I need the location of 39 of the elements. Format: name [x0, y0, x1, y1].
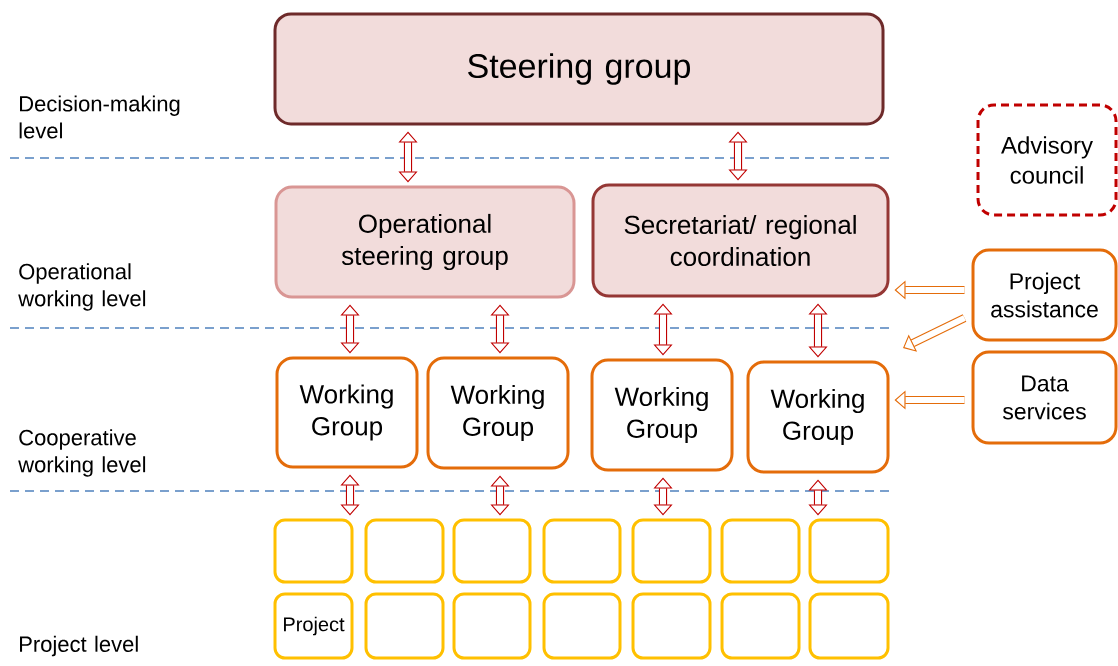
double-arrow — [398, 131, 418, 183]
project-box — [542, 518, 622, 584]
project-box — [273, 518, 354, 584]
double-arrow — [653, 477, 673, 516]
project-box — [452, 592, 532, 660]
project-box — [808, 518, 890, 584]
project-box — [720, 592, 801, 660]
project-box — [364, 592, 445, 660]
level-label: Project level — [20, 635, 138, 657]
project-box: Project — [273, 592, 354, 660]
working-box: Data services — [971, 350, 1118, 445]
working-box: Working Group — [746, 360, 890, 474]
double-arrow — [490, 475, 510, 516]
working-box: Working Group — [426, 356, 570, 470]
level-label: Operational working level — [18, 263, 146, 311]
working-box: Working Group — [275, 356, 419, 469]
level-label: Cooperative working level — [18, 429, 146, 477]
working-box: Working Group — [590, 358, 734, 472]
double-arrow — [490, 304, 510, 354]
double-arrow — [808, 303, 828, 358]
project-box — [452, 518, 532, 584]
advisory-box: Advisory council — [976, 103, 1118, 217]
secretariat-box: Secretariat/ regional coordination — [591, 183, 890, 298]
steering-group-box: Steering group — [273, 12, 885, 126]
double-arrow — [728, 131, 748, 181]
level-label: Decision-making level — [19, 95, 180, 139]
double-arrow — [653, 303, 673, 356]
working-box: Project assistance — [971, 248, 1118, 342]
project-box — [808, 592, 890, 660]
project-box — [631, 518, 712, 584]
project-box — [631, 592, 712, 660]
project-box — [364, 518, 445, 584]
double-arrow — [340, 304, 360, 354]
operational-box: Operational steering group — [274, 185, 576, 299]
double-arrow — [808, 479, 828, 516]
project-box — [542, 592, 622, 660]
double-arrow — [903, 314, 967, 352]
double-arrow — [340, 474, 360, 516]
project-box — [720, 518, 801, 584]
